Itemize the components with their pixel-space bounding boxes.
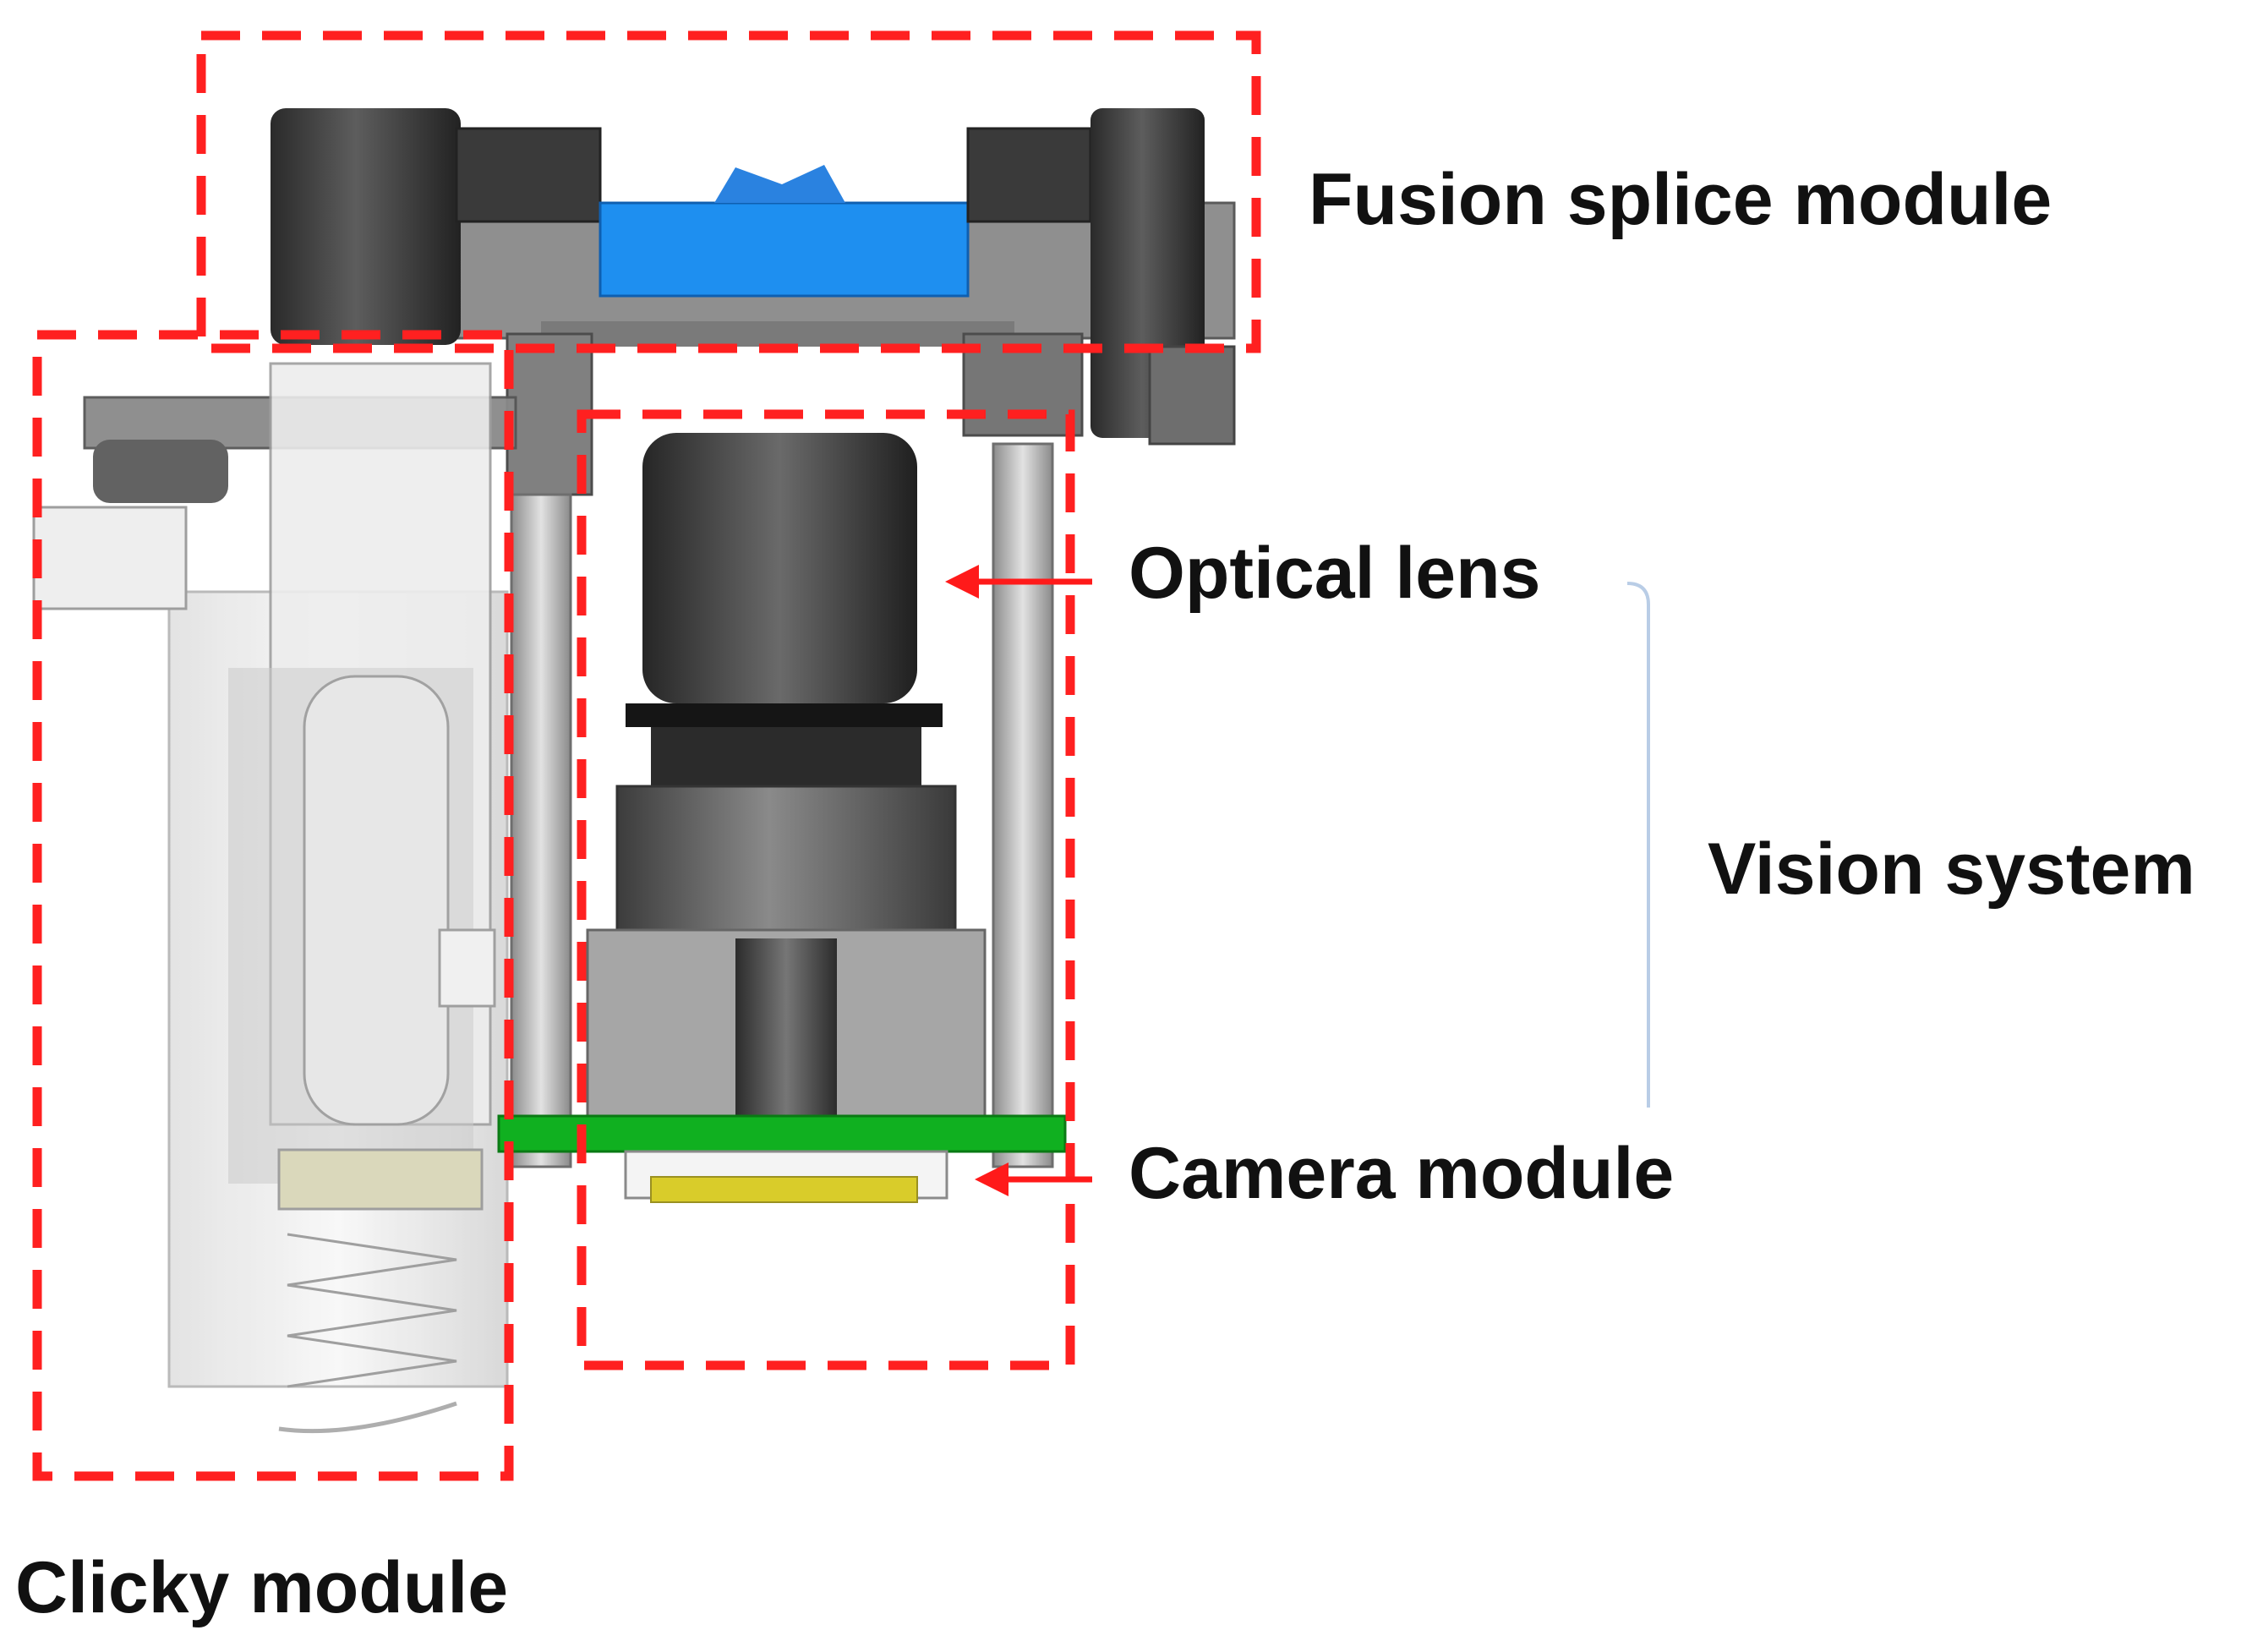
splice-base-lower xyxy=(541,321,1014,347)
optical-lens-label: Optical lens xyxy=(1129,533,1541,614)
vision-box xyxy=(577,409,1075,1370)
left-electrode-block xyxy=(271,108,461,345)
pointer-arrows xyxy=(945,565,1092,1196)
vision-system-label: Vision system xyxy=(1708,829,2195,910)
fusion-splice-module-label: Fusion splice module xyxy=(1309,159,2052,240)
clicky-knob xyxy=(93,440,228,503)
left-support-post xyxy=(510,493,572,1168)
clicky-ring xyxy=(277,1148,484,1211)
clicky-spring xyxy=(287,1233,457,1388)
v-groove-carrier xyxy=(599,201,970,298)
right-support-post xyxy=(992,442,1054,1168)
clicky-box xyxy=(32,330,514,1481)
clicky-side-button xyxy=(438,928,496,1008)
camera-module-label: Camera module xyxy=(1129,1133,1675,1214)
vision-system-bracket xyxy=(1626,582,1650,1108)
left-clamp-block xyxy=(455,127,602,223)
right-clamp-block xyxy=(966,127,1092,223)
fusion-splice-box xyxy=(196,30,1261,353)
optical-lens-arrow-head xyxy=(945,565,979,599)
camera-sensor xyxy=(650,1176,918,1203)
lens-thread xyxy=(651,727,921,786)
lens-barrel xyxy=(642,433,917,703)
clicky-plunger xyxy=(303,675,450,1126)
vision-assembly xyxy=(497,433,1067,1203)
clicky-module-label: Clicky module xyxy=(15,1547,509,1628)
camera-module-arrow-head xyxy=(975,1162,1008,1196)
fusion-splice-assembly xyxy=(271,108,1236,496)
fiber-clamp-blue xyxy=(714,165,845,203)
clicky-assembly xyxy=(32,362,517,1434)
lens-holder-center xyxy=(735,938,837,1116)
clicky-fiber-loop xyxy=(278,1401,457,1434)
lens-holder-upper xyxy=(615,785,957,932)
clicky-left-tab xyxy=(32,506,188,610)
right-side-bracket xyxy=(1148,345,1236,446)
grouping-boxes xyxy=(32,30,1261,1481)
lens-flange xyxy=(626,703,943,727)
